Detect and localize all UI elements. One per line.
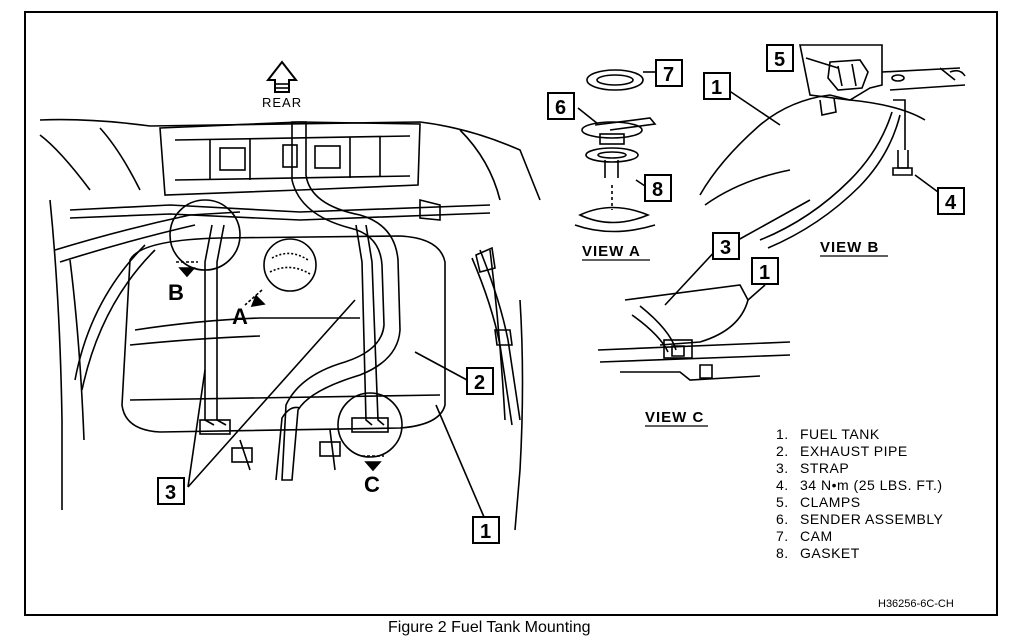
cam-ring: [586, 69, 644, 91]
legend-text-3: STRAP: [800, 460, 849, 476]
legend-text-1: FUEL TANK: [800, 426, 880, 442]
legend-num-3: 3.: [776, 460, 789, 476]
view-c-drawing: [597, 284, 791, 381]
legend: 1. FUEL TANK 2. EXHAUST PIPE 3. STRAP 4.…: [776, 426, 944, 561]
legend-num-4: 4.: [776, 477, 789, 493]
detail-letter-b: B: [168, 280, 184, 305]
sender-flange: [581, 121, 643, 139]
view-a-label: VIEW A: [582, 243, 641, 260]
svg-text:2: 2: [474, 372, 485, 394]
callout-view-a-6: 6: [547, 92, 575, 120]
rear-arrow-icon: [265, 60, 299, 93]
svg-text:6: 6: [555, 97, 566, 119]
svg-text:8: 8: [652, 179, 663, 201]
callout-view-b-5: 5: [766, 44, 794, 72]
fuel-tank-body: [121, 235, 446, 433]
legend-num-8: 8.: [776, 545, 789, 561]
detail-circle-c: [337, 392, 403, 458]
svg-text:3: 3: [720, 237, 731, 259]
legend-num-6: 6.: [776, 511, 789, 527]
legend-text-6: SENDER ASSEMBLY: [800, 511, 944, 527]
view-a-drawing: [574, 69, 657, 233]
view-c-tank: [624, 284, 749, 346]
detail-arrow-b-icon: [178, 267, 196, 278]
body-outline: [39, 118, 541, 201]
callout-view-a-8: 8: [644, 174, 672, 202]
strap-left: [204, 224, 215, 426]
svg-text:1: 1: [480, 521, 491, 543]
legend-text-4: 34 N•m (25 LBS. FT.): [800, 477, 943, 493]
svg-text:7: 7: [663, 64, 674, 86]
svg-text:4: 4: [945, 192, 957, 214]
svg-text:5: 5: [774, 49, 785, 71]
svg-text:3: 3: [165, 482, 176, 504]
svg-text:1: 1: [759, 262, 770, 284]
callout-main-2: 2: [466, 367, 494, 395]
detail-letter-a: A: [232, 304, 248, 329]
clamp: [827, 59, 869, 91]
callout-main-1: 1: [472, 516, 500, 544]
detail-circle-b: [169, 199, 241, 271]
detail-arrow-c-icon: [364, 461, 382, 472]
view-c-label: VIEW C: [645, 409, 704, 426]
gasket: [585, 147, 639, 163]
view-b-tank: [699, 94, 926, 196]
legend-num-7: 7.: [776, 528, 789, 544]
figure-caption: Figure 2 Fuel Tank Mounting: [388, 619, 590, 636]
main-view: [39, 60, 541, 531]
legend-text-2: EXHAUST PIPE: [800, 443, 908, 459]
rear-label: REAR: [262, 95, 302, 110]
strap-right: [355, 224, 373, 426]
legend-text-5: CLAMPS: [800, 494, 861, 510]
legend-num-5: 5.: [776, 494, 789, 510]
callout-view-a-7: 7: [655, 59, 683, 87]
callout-view-b-4: 4: [937, 187, 965, 215]
legend-text-8: GASKET: [800, 545, 860, 561]
view-b-label: VIEW B: [820, 239, 879, 256]
legend-text-7: CAM: [800, 528, 833, 544]
rear-crossmember: [159, 121, 421, 196]
legend-num-1: 1.: [776, 426, 789, 442]
callout-view-c-1: 1: [751, 257, 779, 285]
detail-arrow-a-icon: [250, 294, 266, 308]
callout-view-b-1: 1: [703, 72, 731, 100]
drawing-code: H36256-6C-CH: [878, 598, 954, 610]
sender-dome: [263, 238, 317, 292]
bolt: [893, 99, 906, 150]
legend-num-2: 2.: [776, 443, 789, 459]
callout-main-3: 3: [157, 477, 185, 505]
callout-view-b-3: 3: [712, 232, 740, 260]
figure-frame: [24, 11, 998, 616]
svg-text:1: 1: [711, 77, 722, 99]
exhaust-pipe: [281, 121, 401, 481]
detail-letter-c: C: [364, 472, 380, 497]
view-b-drawing: [664, 44, 966, 306]
